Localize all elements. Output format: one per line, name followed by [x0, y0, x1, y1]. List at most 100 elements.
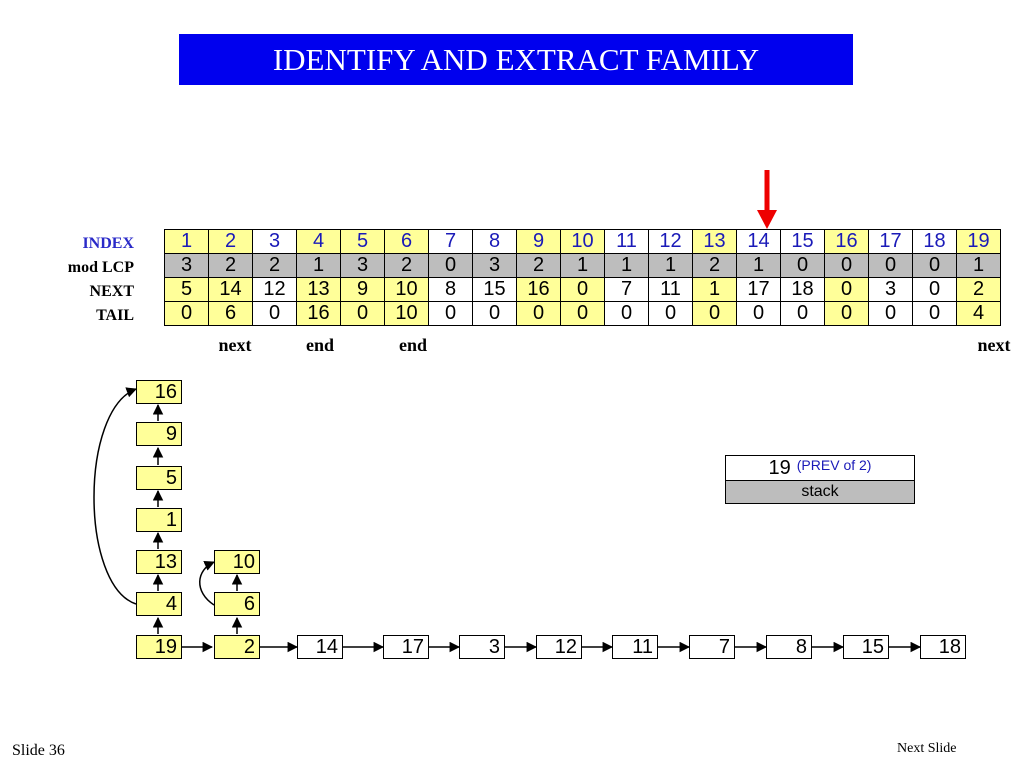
lcp-cell-14: 1 [736, 253, 781, 278]
next-cell-14: 17 [736, 277, 781, 302]
lcp-cell-2: 2 [208, 253, 253, 278]
index-cell-18: 18 [912, 229, 957, 254]
lcp-cell-13: 2 [692, 253, 737, 278]
next-cell-4: 13 [296, 277, 341, 302]
next-cell-11: 7 [604, 277, 649, 302]
index-cell-6: 6 [384, 229, 429, 254]
tail-cell-13: 0 [692, 301, 737, 326]
next-cell-1: 5 [164, 277, 209, 302]
node-10: 10 [214, 550, 260, 574]
row-label-index: INDEX [82, 235, 134, 252]
node-9: 9 [136, 422, 182, 446]
lcp-cell-10: 1 [560, 253, 605, 278]
next-cell-16: 0 [824, 277, 869, 302]
node-16: 16 [136, 380, 182, 404]
tail-cell-14: 0 [736, 301, 781, 326]
lcp-cell-12: 1 [648, 253, 693, 278]
tail-cell-11: 0 [604, 301, 649, 326]
next-slide-link[interactable]: Next Slide [897, 741, 957, 756]
row-label-lcp: mod LCP [67, 259, 134, 276]
next-cell-9: 16 [516, 277, 561, 302]
node-8: 8 [766, 635, 812, 659]
node-15: 15 [843, 635, 889, 659]
node-13: 13 [136, 550, 182, 574]
annotation-next-19: next [977, 335, 1011, 355]
node-7: 7 [689, 635, 735, 659]
node-18: 18 [920, 635, 966, 659]
next-cell-7: 8 [428, 277, 473, 302]
stack-label: stack [726, 481, 914, 503]
lcp-cell-19: 1 [956, 253, 1001, 278]
next-cell-12: 11 [648, 277, 693, 302]
index-cell-3: 3 [252, 229, 297, 254]
node-6: 6 [214, 592, 260, 616]
tail-cell-7: 0 [428, 301, 473, 326]
stack-value: 19 [768, 456, 791, 479]
index-cell-16: 16 [824, 229, 869, 254]
index-cell-12: 12 [648, 229, 693, 254]
next-cell-5: 9 [340, 277, 385, 302]
tail-cell-1: 0 [164, 301, 209, 326]
annotation-next-2: next [218, 335, 252, 355]
lcp-cell-3: 2 [252, 253, 297, 278]
tail-cell-5: 0 [340, 301, 385, 326]
tail-cell-8: 0 [472, 301, 517, 326]
row-label-next: NEXT [89, 283, 134, 300]
annotation-end-6: end [398, 335, 427, 355]
lcp-cell-5: 3 [340, 253, 385, 278]
next-cell-15: 18 [780, 277, 825, 302]
node-11: 11 [612, 635, 658, 659]
next-cell-18: 0 [912, 277, 957, 302]
stack-note: (PREV of 2) [796, 457, 872, 473]
next-cell-3: 12 [252, 277, 297, 302]
node-2: 2 [214, 635, 260, 659]
node-14: 14 [297, 635, 343, 659]
index-cell-9: 9 [516, 229, 561, 254]
row-label-tail: TAIL [96, 307, 134, 324]
index-cell-8: 8 [472, 229, 517, 254]
node-4: 4 [136, 592, 182, 616]
slide-number: Slide 36 [12, 742, 65, 759]
node-3: 3 [459, 635, 505, 659]
index-cell-4: 4 [296, 229, 341, 254]
tail-cell-12: 0 [648, 301, 693, 326]
index-cell-13: 13 [692, 229, 737, 254]
lcp-cell-6: 2 [384, 253, 429, 278]
tail-cell-4: 16 [296, 301, 341, 326]
lcp-cell-16: 0 [824, 253, 869, 278]
index-cell-5: 5 [340, 229, 385, 254]
index-cell-1: 1 [164, 229, 209, 254]
index-cell-17: 17 [868, 229, 913, 254]
lcp-cell-17: 0 [868, 253, 913, 278]
lcp-cell-18: 0 [912, 253, 957, 278]
annotation-end-4: end [305, 335, 334, 355]
node-19: 19 [136, 635, 182, 659]
tail-cell-10: 0 [560, 301, 605, 326]
tail-cell-19: 4 [956, 301, 1001, 326]
tail-cell-2: 6 [208, 301, 253, 326]
lcp-cell-9: 2 [516, 253, 561, 278]
stack-box: 19 (PREV of 2) stack [725, 455, 915, 504]
tail-cell-18: 0 [912, 301, 957, 326]
lcp-cell-15: 0 [780, 253, 825, 278]
slide-title: IDENTIFY AND EXTRACT FAMILY [179, 34, 853, 85]
node-17: 17 [383, 635, 429, 659]
node-1: 1 [136, 508, 182, 532]
tail-cell-9: 0 [516, 301, 561, 326]
lcp-cell-7: 0 [428, 253, 473, 278]
node-12: 12 [536, 635, 582, 659]
next-cell-17: 3 [868, 277, 913, 302]
node-5: 5 [136, 466, 182, 490]
lcp-cell-8: 3 [472, 253, 517, 278]
index-cell-11: 11 [604, 229, 649, 254]
tail-cell-15: 0 [780, 301, 825, 326]
next-cell-19: 2 [956, 277, 1001, 302]
slide-title-text: IDENTIFY AND EXTRACT FAMILY [272, 41, 760, 77]
